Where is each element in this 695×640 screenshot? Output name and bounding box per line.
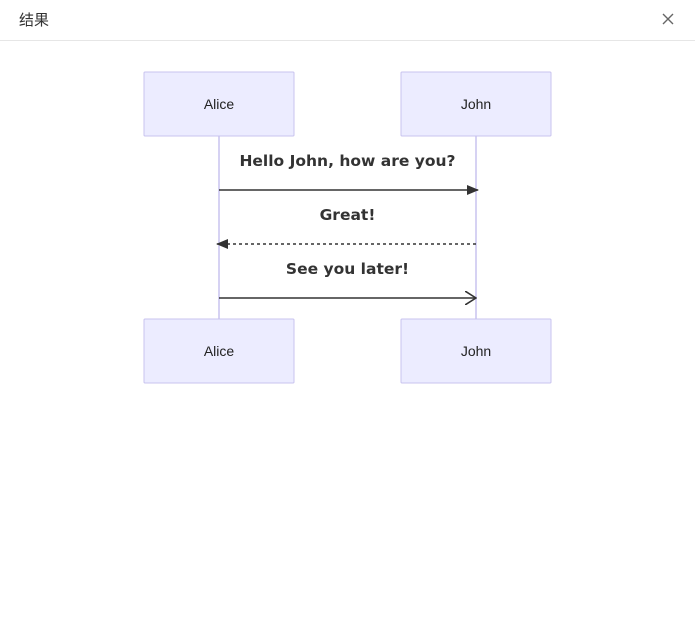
actor-alice-bottom: Alice <box>143 318 295 384</box>
actor-label: John <box>461 343 491 359</box>
actor-label: Alice <box>204 343 235 359</box>
actor-john-bottom: John <box>400 318 552 384</box>
actor-label: John <box>461 96 491 112</box>
close-icon[interactable] <box>659 10 677 28</box>
message-2: Great! <box>216 206 476 249</box>
actor-label: Alice <box>204 96 235 112</box>
message-3: See you later! <box>219 260 476 298</box>
message-1: Hello John, how are you? <box>219 152 479 195</box>
dialog-header: 结果 <box>0 0 695 41</box>
message-label: Great! <box>320 206 376 224</box>
dialog-title: 结果 <box>19 11 50 29</box>
message-label: See you later! <box>286 260 409 278</box>
actor-john-top: John <box>400 71 552 137</box>
actor-alice-top: Alice <box>143 71 295 137</box>
message-label: Hello John, how are you? <box>239 152 455 170</box>
